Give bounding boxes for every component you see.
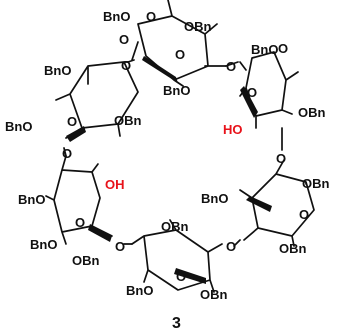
- glycosidic-bonds: [63, 59, 283, 247]
- label-bno-a1: BnO: [103, 9, 130, 24]
- ring-b-wedge: [240, 86, 258, 118]
- ring-a-bonds: [131, 0, 227, 87]
- ring-f-wedge: [66, 126, 86, 142]
- compound-number: 3: [172, 315, 181, 332]
- label-ho-b6: HO: [223, 122, 243, 137]
- ring-d-wedge: [174, 268, 206, 284]
- label-o-e1: O: [62, 146, 72, 161]
- ring-d: [131, 219, 223, 293]
- label-obn-c1: OBn: [302, 176, 330, 191]
- label-o-a4: O: [175, 47, 185, 62]
- label-o-b3: O: [278, 41, 288, 56]
- label-o-d3: O: [176, 269, 186, 284]
- ring-d-bonds: [131, 219, 223, 293]
- ring-f-bonds: [55, 61, 139, 139]
- label-o-f1: O: [121, 58, 131, 73]
- label-o-a3: O: [119, 32, 129, 47]
- label-bno-c2: BnO: [201, 191, 228, 206]
- ring-c-wedge: [246, 196, 272, 212]
- label-obn-a2: OBn: [184, 19, 212, 34]
- label-o-c5: O: [226, 239, 236, 254]
- label-o-b4: O: [247, 85, 257, 100]
- label-bno-f2: BnO: [44, 63, 71, 78]
- ring-a-wedge: [142, 56, 178, 83]
- label-obn-f5: OBn: [114, 113, 142, 128]
- label-o-d2: O: [115, 239, 125, 254]
- label-o-b1: O: [226, 59, 236, 74]
- label-obn-d5: OBn: [200, 287, 228, 302]
- label-bno-a5: BnO: [163, 83, 190, 98]
- label-o-f4: O: [67, 114, 77, 129]
- label-obn-d1: OBn: [161, 219, 189, 234]
- label-o-bc: O: [276, 151, 286, 166]
- label-o-c3: O: [299, 207, 309, 222]
- label-bno-e3: BnO: [18, 192, 45, 207]
- label-obn-b5: OBn: [298, 105, 326, 120]
- ring-f: [55, 61, 139, 142]
- label-o-e4: O: [75, 215, 85, 230]
- ring-b-bonds: [239, 51, 299, 129]
- label-bno-e5: BnO: [30, 237, 57, 252]
- label-bno-d4: BnO: [126, 283, 153, 298]
- label-bno-b2: BnO: [251, 42, 278, 57]
- label-o-a1: O: [146, 9, 156, 24]
- ring-b: [239, 51, 299, 129]
- label-obn-c4: OBn: [279, 241, 307, 256]
- ring-a: [131, 0, 227, 87]
- ring-e: [45, 155, 113, 245]
- label-obn-e6: OBn: [72, 253, 100, 268]
- label-oh-e2: OH: [105, 177, 125, 192]
- ring-c-bonds: [239, 159, 315, 247]
- ring-e-wedge: [88, 224, 112, 242]
- label-bno-f3: BnO: [5, 119, 32, 134]
- ring-c: [239, 159, 315, 247]
